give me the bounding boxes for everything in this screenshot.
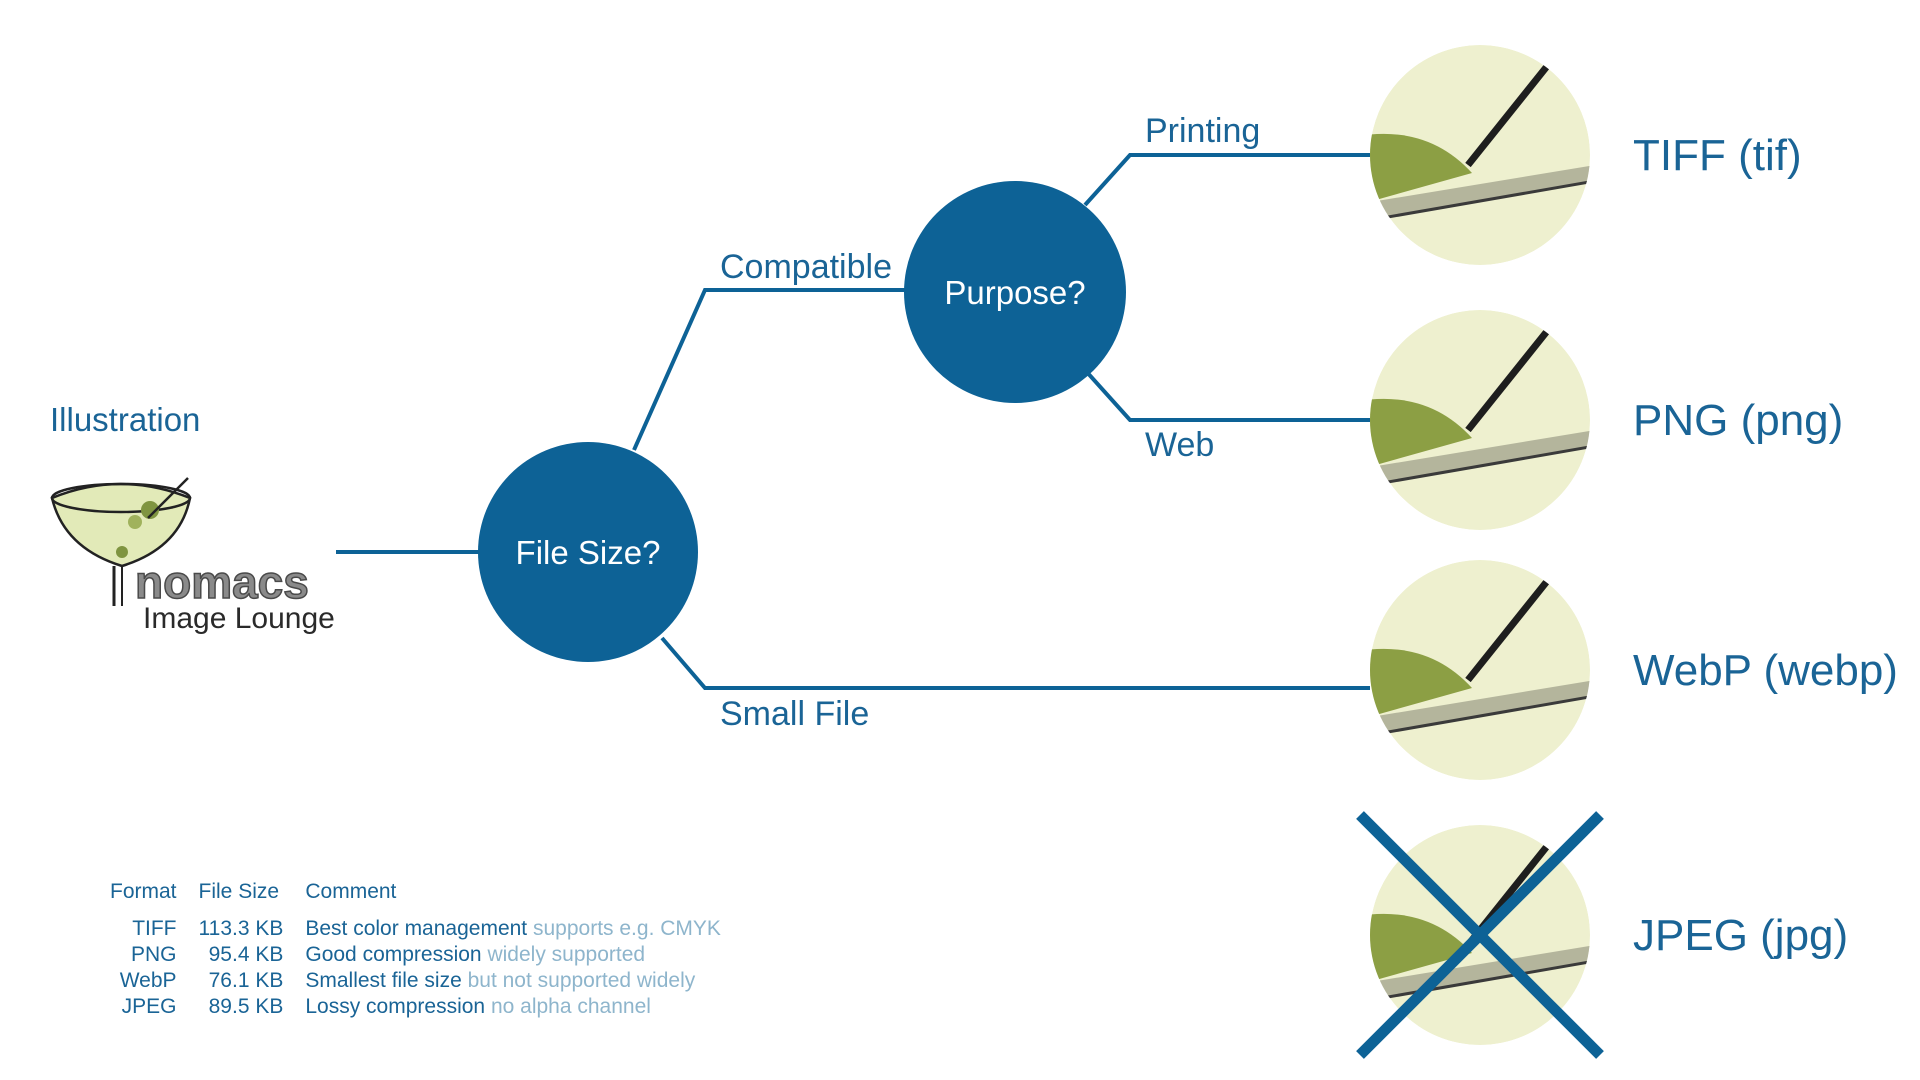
- node-purpose-label: Purpose?: [944, 274, 1085, 311]
- cell-format: WebP: [119, 969, 177, 992]
- cross-out-icon: [1356, 811, 1604, 1059]
- connector-web: [1083, 368, 1370, 422]
- format-comparison-table: Format File Size Comment TIFF 113.3 KB B…: [110, 880, 743, 1020]
- connectors: [336, 153, 1370, 690]
- comment-note: but not supported widely: [467, 969, 696, 992]
- node-purpose: [904, 181, 1126, 403]
- comment-text: Smallest file size: [305, 969, 462, 992]
- connector-printing: [1083, 153, 1370, 207]
- cell-comment: Lossy compression no alpha channel: [305, 994, 743, 1020]
- cell-size: 76.1 KB: [208, 969, 284, 992]
- nomacs-logo: nomacs Image Lounge: [50, 477, 335, 635]
- thumbnail-image: [1370, 560, 1590, 780]
- cell-comment: Best color management supports e.g. CMYK: [305, 916, 743, 942]
- edge-label-printing: Printing: [1145, 112, 1260, 150]
- cell-size: 89.5 KB: [208, 995, 284, 1018]
- cell-format: PNG: [131, 943, 177, 966]
- logo-subtitle: Image Lounge: [143, 602, 335, 635]
- thumbnail-image: [1370, 310, 1590, 530]
- format-outcomes: TIFF (tif) PNG (png) WebP (webp) JPEG (jpg): [1356, 45, 1898, 1059]
- connector-small-file: [660, 636, 1370, 690]
- format-outcome: JPEG (jpg): [1356, 811, 1848, 1059]
- table-row: JPEG 89.5 KB Lossy compression no alpha …: [110, 994, 743, 1020]
- table-row: WebP 76.1 KB Smallest file size but not …: [110, 968, 743, 994]
- cell-comment: Smallest file size but not supported wid…: [305, 968, 743, 994]
- table-row: PNG 95.4 KB Good compression widely supp…: [110, 942, 743, 968]
- cell-format: TIFF: [132, 917, 177, 940]
- comment-text: Lossy compression: [305, 995, 486, 1018]
- comment-note: supports e.g. CMYK: [533, 917, 721, 940]
- format-label: PNG (png): [1633, 396, 1843, 445]
- format-outcome: TIFF (tif): [1370, 45, 1802, 265]
- table-row: TIFF 113.3 KB Best color management supp…: [110, 916, 743, 942]
- node-file-size: [478, 442, 698, 662]
- format-label: JPEG (jpg): [1633, 911, 1848, 960]
- cell-size: 95.4 KB: [208, 943, 284, 966]
- edge-label-web: Web: [1145, 426, 1214, 464]
- node-file-size-label: File Size?: [516, 534, 661, 571]
- comment-note: widely supported: [487, 943, 646, 966]
- header-file-size: File Size: [198, 880, 280, 903]
- header-comment: Comment: [305, 880, 397, 903]
- header-format: Format: [110, 880, 177, 903]
- edge-label-small-file: Small File: [720, 695, 869, 733]
- cell-size: 113.3 KB: [198, 917, 284, 940]
- format-outcome: PNG (png): [1370, 310, 1843, 530]
- comment-text: Best color management: [305, 917, 528, 940]
- format-label: WebP (webp): [1633, 646, 1898, 695]
- cell-format: JPEG: [121, 995, 177, 1018]
- comment-text: Good compression: [305, 943, 482, 966]
- comment-note: no alpha channel: [490, 995, 651, 1018]
- cell-comment: Good compression widely supported: [305, 942, 743, 968]
- table-header-row: Format File Size Comment: [110, 880, 743, 916]
- illustration-heading: Illustration: [50, 401, 200, 438]
- thumbnail-image: [1370, 45, 1590, 265]
- connector-compatible: [632, 288, 905, 451]
- format-outcome: WebP (webp): [1370, 560, 1898, 780]
- edge-label-compatible: Compatible: [720, 248, 892, 286]
- format-label: TIFF (tif): [1633, 131, 1802, 180]
- logo-wordmark: nomacs: [135, 556, 309, 608]
